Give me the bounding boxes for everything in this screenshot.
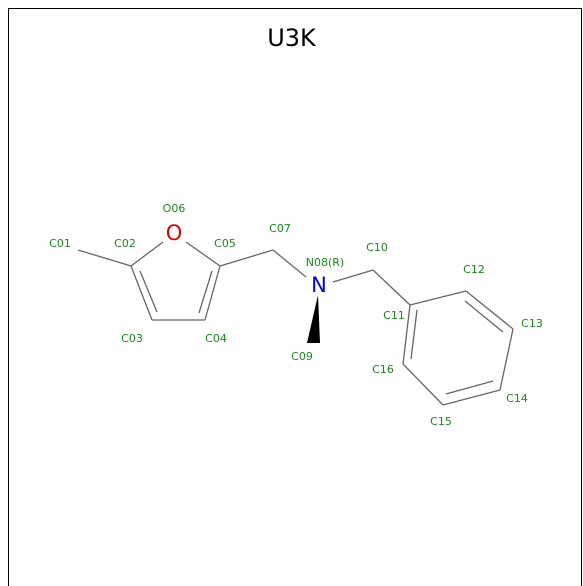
bond-c11-c12 [409,290,467,306]
bond-o06-c05 [185,241,221,267]
image-frame [8,8,582,586]
atom-label-c01: C01 [49,237,71,250]
atom-label-c14: C14 [506,392,528,405]
oxygen-atom: O [166,221,183,245]
bond-c15-c16 [402,363,444,406]
atom-label-o06: O06 [163,202,186,215]
bond-c12-c13 [465,290,514,330]
atom-labels: O06 C01 C02 C05 C07 N08(R) C10 C12 C11 C… [49,202,543,428]
atom-label-c07: C07 [269,222,291,235]
bond-c16-c11 [402,304,411,365]
bond-c04-c05 [204,265,221,321]
molecule-title: U3K [267,24,316,52]
bond-c05-c07 [219,249,274,267]
bond-n08-c10 [332,269,374,283]
nitrogen-atom: N [311,273,327,297]
bond-c13-c14 [499,328,514,391]
bonds [77,241,514,406]
bond-c02-c03-inner [139,270,158,313]
atom-label-c05: C05 [214,237,236,250]
bond-c04-c05-inner [198,270,213,314]
wedge-bond-n08-c09 [307,295,320,343]
atom-label-c02: C02 [114,237,136,250]
bond-c14-c15 [442,389,501,406]
bond-c01-c02 [77,249,132,267]
atom-label-c10: C10 [366,241,388,254]
atom-label-c03: C03 [121,332,143,345]
bond-c16-c11-inner [410,309,418,360]
bond-c02-o06 [130,241,164,267]
bond-c07-n08 [272,249,307,278]
atom-label-c11: C11 [383,309,405,322]
atom-label-n08: N08(R) [306,256,344,269]
atom-label-c15: C15 [430,415,452,428]
bond-c02-c03 [130,265,153,321]
atom-label-c04: C04 [205,332,227,345]
atom-label-c12: C12 [463,263,485,276]
bond-c10-c11 [372,269,411,306]
atom-label-c16: C16 [372,363,394,376]
atom-label-c09: C09 [291,350,313,363]
bond-c14-c15-inner [445,380,494,395]
bond-c12-c13-inner [464,300,504,333]
atom-label-c13: C13 [521,317,543,330]
